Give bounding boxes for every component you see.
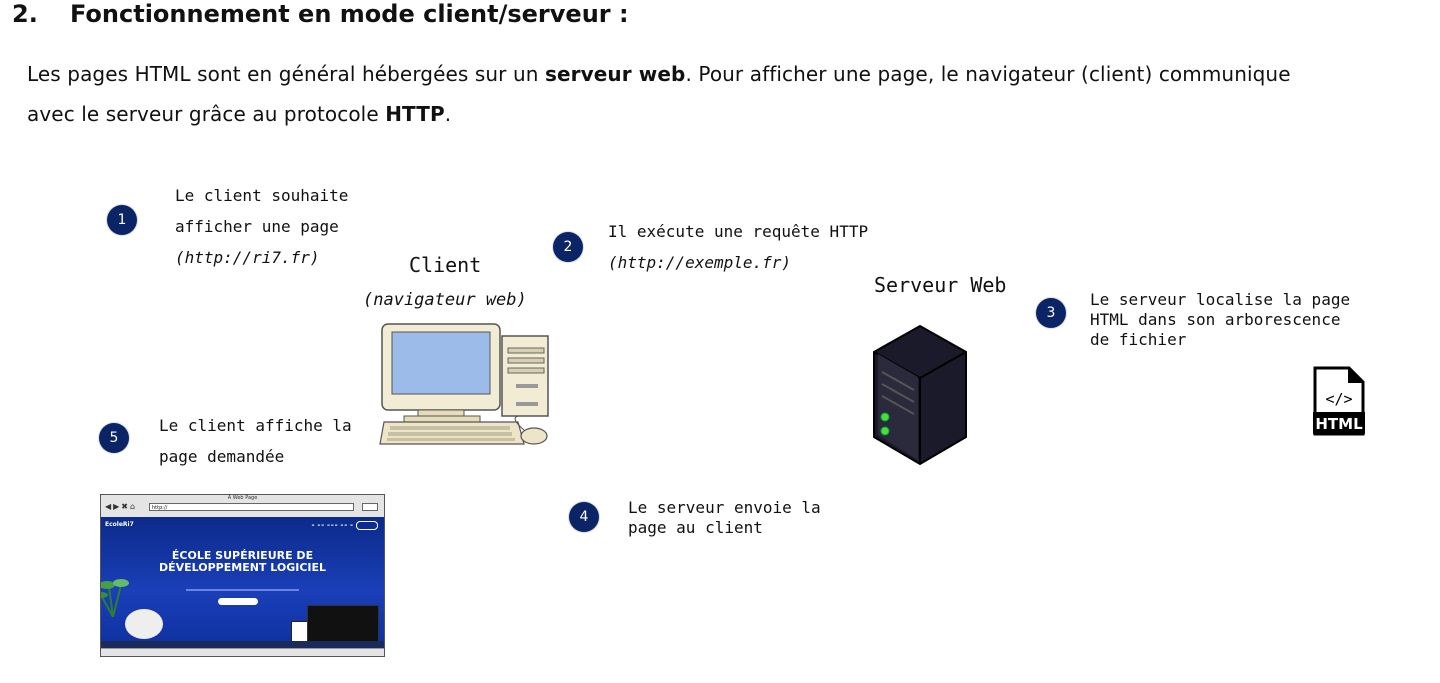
step-3-line: de fichier bbox=[1090, 330, 1187, 349]
step-5-text: Le client affiche la page demandée bbox=[159, 410, 352, 472]
site-logo: EcoleRi7 bbox=[105, 521, 134, 528]
step-4-line: Le serveur envoie la bbox=[628, 498, 821, 517]
step-1-url: (http://ri7.fr) bbox=[175, 248, 320, 267]
step-badge-4: 4 bbox=[569, 502, 599, 532]
browser-url-field: http:// bbox=[149, 503, 354, 511]
section-title: Fonctionnement en mode client/serveur : bbox=[70, 0, 629, 28]
browser-nav-icons: ◀▶✖⌂ bbox=[105, 502, 138, 511]
desk-decoration bbox=[101, 641, 384, 651]
site-cta-button bbox=[218, 598, 258, 605]
step-1-text: Le client souhaite afficher une page (ht… bbox=[175, 180, 348, 273]
site-hero-title: ÉCOLE SUPÉRIEURE DE DÉVELOPPEMENT LOGICI… bbox=[158, 549, 327, 574]
html-icon-label: HTML bbox=[1315, 415, 1363, 433]
plant-decoration-icon bbox=[101, 579, 129, 617]
intro-line-1: Les pages HTML sont en général hébergées… bbox=[27, 62, 1291, 86]
intro-bold-http: HTTP bbox=[385, 102, 445, 126]
server-icon bbox=[873, 324, 967, 466]
step-3-line: HTML dans son arborescence bbox=[1090, 310, 1341, 329]
browser-titlebar: A Web Page ◀▶✖⌂ http:// bbox=[101, 495, 384, 518]
step-1-line: Le client souhaite bbox=[175, 186, 349, 205]
site-nav: ▬ ▬▬ ▬▬▬ ▬▬ ▬ bbox=[311, 523, 354, 527]
browser-window-mockup: A Web Page ◀▶✖⌂ http:// EcoleRi7 ▬ ▬▬ ▬▬… bbox=[100, 494, 385, 657]
site-nav-button bbox=[356, 521, 378, 530]
step-badge-3: 3 bbox=[1036, 298, 1066, 328]
browser-statusbar bbox=[101, 648, 384, 656]
client-label: Client bbox=[409, 253, 482, 277]
intro-text: . bbox=[444, 102, 452, 126]
coffee-cup-decoration bbox=[125, 609, 163, 639]
website-preview: EcoleRi7 ▬ ▬▬ ▬▬▬ ▬▬ ▬ ÉCOLE SUPÉRIEURE … bbox=[101, 517, 384, 651]
intro-text: Les pages HTML sont en général hébergées… bbox=[27, 62, 545, 86]
step-badge-2: 2 bbox=[553, 232, 583, 262]
intro-line-2: avec le serveur grâce au protocole HTTP. bbox=[27, 102, 451, 126]
step-5-line: page demandée bbox=[159, 447, 285, 466]
html-icon-tag: </> bbox=[1325, 390, 1352, 408]
step-4-text: Le serveur envoie la page au client bbox=[628, 498, 821, 538]
site-hero-subtitle bbox=[186, 589, 299, 591]
section-number: 2. bbox=[12, 0, 38, 28]
server-label: Serveur Web bbox=[874, 273, 1007, 297]
step-badge-1: 1 bbox=[107, 205, 137, 235]
client-sublabel: (navigateur web) bbox=[363, 290, 527, 310]
step-5-line: Le client affiche la bbox=[159, 416, 352, 435]
step-3-line: Le serveur localise la page bbox=[1090, 290, 1351, 309]
section-heading: 2. Fonctionnement en mode client/serveur … bbox=[12, 0, 629, 28]
step-4-line: page au client bbox=[628, 518, 763, 537]
browser-window-title: A Web Page bbox=[227, 495, 258, 501]
browser-go-button bbox=[362, 503, 378, 511]
step-2-url: (http://exemple.fr) bbox=[608, 253, 792, 272]
step-2-line: Il exécute une requête HTTP bbox=[608, 222, 869, 241]
intro-bold-serveur-web: serveur web bbox=[544, 62, 686, 86]
html-file-icon: </> HTML bbox=[1313, 366, 1365, 436]
desktop-computer-icon bbox=[379, 323, 549, 445]
intro-text: avec le serveur grâce au protocole bbox=[27, 102, 386, 126]
step-1-line: afficher une page bbox=[175, 217, 339, 236]
step-badge-5: 5 bbox=[99, 423, 129, 453]
step-3-text: Le serveur localise la page HTML dans so… bbox=[1090, 290, 1350, 350]
step-2-text: Il exécute une requête HTTP (http://exem… bbox=[608, 216, 868, 278]
intro-text: . Pour afficher une page, le navigateur … bbox=[685, 62, 1291, 86]
